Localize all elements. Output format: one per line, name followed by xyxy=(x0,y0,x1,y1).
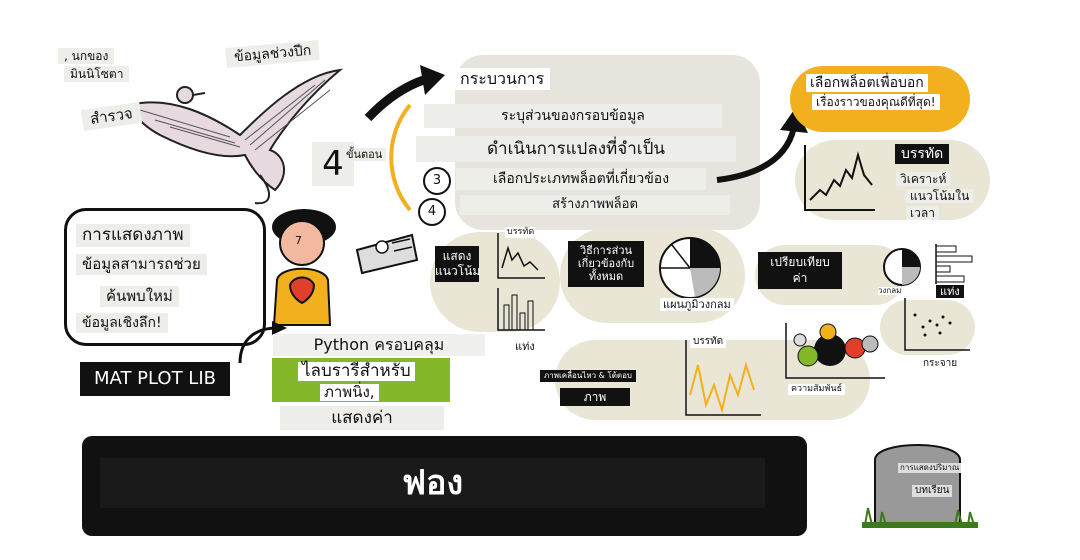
animated-line-label: บรรทัด xyxy=(690,336,727,348)
speech-line2: ข้อมูลสามารถช่วย xyxy=(76,254,207,275)
step-3-text: เลือกประเภทพล็อตที่เกี่ยวข้อง xyxy=(456,168,706,190)
library-arrow xyxy=(238,321,287,364)
step-2-text: ดำเนินการแปลงที่จำเป็น xyxy=(416,136,736,162)
tomb-line2: บทเรียน xyxy=(912,485,953,497)
library-line3: ภาพนิ่ง, xyxy=(320,384,379,401)
pie-chart-label: แผนภูมิวงกลม xyxy=(660,298,734,311)
arrow-to-process xyxy=(364,65,445,122)
trend-title: บรรทัด xyxy=(895,144,950,164)
motion-label: ภาพเคลื่อนไหว & โต้ตอบ xyxy=(540,370,636,382)
library-line4: แสดงค่า xyxy=(280,406,444,430)
step-4-num: 4 xyxy=(418,198,446,226)
parts-group-label: วิธีการส่วน เกี่ยวข้องกับ ทั้งหมด xyxy=(568,241,644,287)
bird-label-fragment2: มินนิโซตา xyxy=(64,66,130,82)
scatter-group-bg xyxy=(880,300,975,355)
speech-line4: ข้อมูลเชิงลึก! xyxy=(76,313,168,333)
compare-group-label: เปรียบเทียบ ค่า xyxy=(758,252,842,290)
tomb-line1: การแสดงปริมาณ xyxy=(898,463,962,473)
process-title: กระบวนการ xyxy=(454,68,551,90)
speech-badge: 7 xyxy=(295,234,302,247)
story-line1: เลือกพล็อตเพื่อบอก xyxy=(806,74,928,92)
library-line1: Python ครอบคลุม xyxy=(273,334,485,356)
bubble-chart-icon xyxy=(785,323,885,379)
mini-line-label: บรรทัด xyxy=(505,227,537,238)
trend-line3: เวลา xyxy=(906,206,939,220)
speech-line3: ค้นพบใหม่ xyxy=(100,286,179,307)
compare-bar-label: แท่ง xyxy=(936,285,964,298)
compare-bar-icon xyxy=(935,244,973,284)
story-line2: เรื่องราวของคุณดีที่สุด! xyxy=(812,94,940,110)
scatter-label: กระจาย xyxy=(920,358,961,370)
pie-chart-icon xyxy=(659,237,721,299)
bird-illustration xyxy=(128,68,344,205)
trend-line-chart xyxy=(804,145,875,211)
bird-label-fragment1: , นกของ xyxy=(58,48,115,64)
step-3-num: 3 xyxy=(423,167,451,195)
image-label: ภาพ xyxy=(560,388,630,406)
steps-label: ขั้นตอน xyxy=(342,148,387,161)
scatter-chart-icon xyxy=(904,298,970,351)
yellow-bracket xyxy=(389,103,412,212)
compare-pie-icon xyxy=(883,248,921,286)
person-illustration xyxy=(272,209,419,326)
tombstone-illustration xyxy=(862,444,978,528)
arrow-to-story xyxy=(716,107,808,183)
trend-line1: วิเคราะห์ xyxy=(896,172,951,186)
trend-line2: แนวโน้มใน xyxy=(906,189,974,203)
speech-line1: การแสดงภาพ xyxy=(76,224,190,247)
trend-group-label: แสดง แนวโน้ม xyxy=(435,246,480,282)
mini-bar-chart xyxy=(497,288,545,331)
steps-number: 4 xyxy=(312,142,354,186)
mini-line-chart xyxy=(497,233,545,279)
library-name: MAT PLOT LIB xyxy=(80,362,230,396)
relation-label: ความสัมพันธ์ xyxy=(788,384,846,395)
step-4-text: สร้างภาพพล็อต xyxy=(460,195,730,215)
bubbles-title: ฟอง xyxy=(100,458,765,508)
animated-line-chart xyxy=(685,340,761,416)
step-1-text: ระบุส่วนของกรอบข้อมูล xyxy=(424,104,722,128)
trend-chart-bg xyxy=(795,140,990,220)
mini-bar-label: แท่ง xyxy=(512,340,538,353)
library-line2: ไลบรารีสำหรับ xyxy=(298,362,415,381)
compare-pie-label: วงกลม xyxy=(878,286,902,295)
